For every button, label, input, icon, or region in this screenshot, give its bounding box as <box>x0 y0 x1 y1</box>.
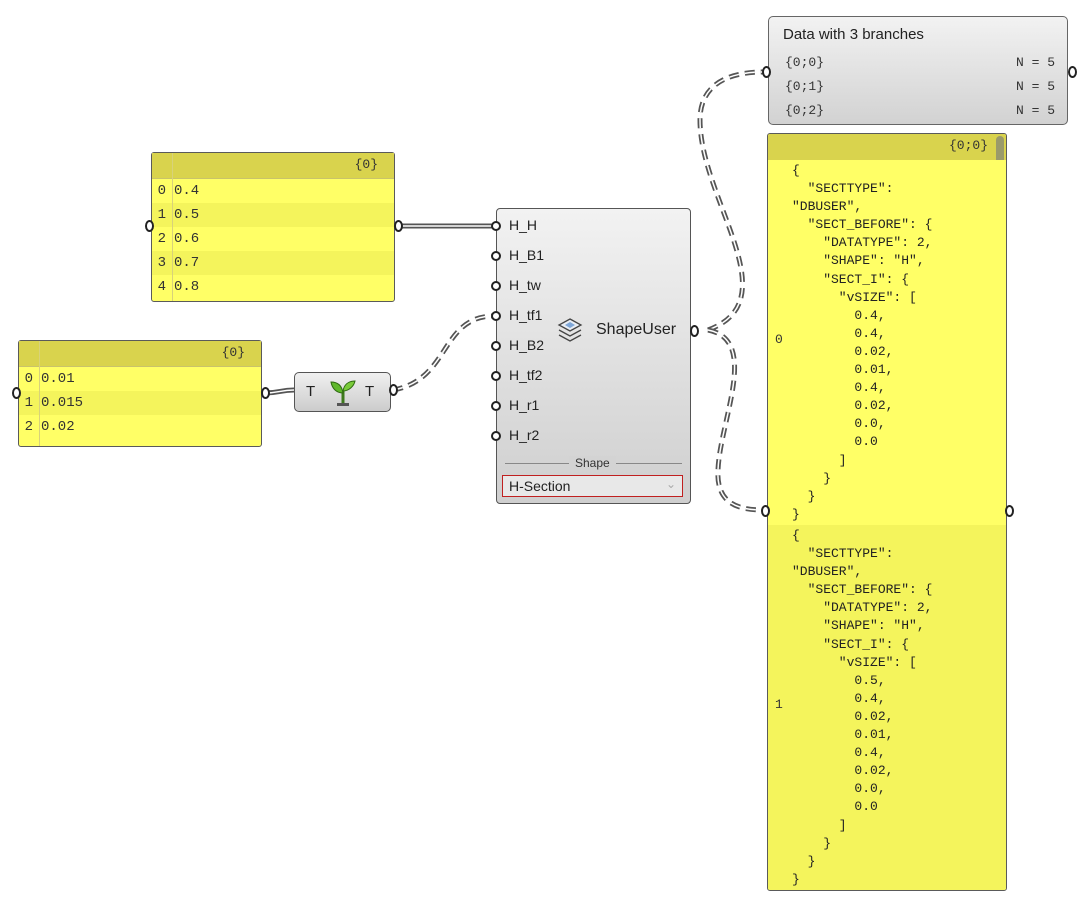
input-port-h-tw[interactable] <box>491 281 501 291</box>
relay-output-grip[interactable] <box>389 384 398 396</box>
wire-shapeuser-to-viewer <box>697 69 765 333</box>
panel-index-divider <box>172 153 173 301</box>
panel-index-divider <box>39 341 40 446</box>
input-label-h-r1: H_r1 <box>509 397 540 413</box>
list-item-index: 0 <box>24 371 33 387</box>
list-item-index: 3 <box>157 255 166 271</box>
branch-row: {0;0} N = 5 <box>785 55 1055 70</box>
input-port-h-r2[interactable] <box>491 431 501 441</box>
list-item-value: 0.02 <box>41 419 75 435</box>
list-item-value: 0.7 <box>174 255 200 271</box>
panel-h-input-grip[interactable] <box>145 220 154 232</box>
branch-count: N = 5 <box>1015 103 1055 118</box>
list-item-index: 1 <box>157 207 166 223</box>
branch-row: {0;1} N = 5 <box>785 79 1055 94</box>
shape-dropdown[interactable]: H-Section ⌄ <box>502 475 683 497</box>
wire-relay-to-htf1 <box>392 313 493 393</box>
shape-label: Shape <box>569 456 616 470</box>
input-port-h-b1[interactable] <box>491 251 501 261</box>
input-label-h-tw: H_tw <box>509 277 541 293</box>
json-item: 1 { "SECTTYPE": "DBUSER", "SECT_BEFORE":… <box>768 525 1006 890</box>
panel-tf-input-grip[interactable] <box>12 387 21 399</box>
component-output-grip[interactable] <box>690 325 699 337</box>
relay-input-label: T <box>306 383 316 400</box>
shape-dropdown-value: H-Section <box>509 478 571 494</box>
data-viewer[interactable]: Data with 3 branches {0;0} N = 5 {0;1} N = … <box>768 16 1068 125</box>
layers-icon <box>557 317 583 352</box>
list-item-value: 0.015 <box>41 395 84 411</box>
branch-row: {0;2} N = 5 <box>785 103 1055 118</box>
list-item-value: 0.5 <box>174 207 200 223</box>
list-item: 1 0.015 <box>19 391 261 415</box>
branch-path: {0;1} <box>785 79 825 94</box>
json-panel-output-grip[interactable] <box>1005 505 1014 517</box>
sprout-icon <box>328 377 358 412</box>
graft-component[interactable]: T T <box>294 372 391 412</box>
json-panel-input-grip[interactable] <box>761 505 770 517</box>
panel-header: {0} <box>19 341 261 367</box>
viewer-input-grip[interactable] <box>762 66 771 78</box>
panel-header: {0} <box>152 153 394 179</box>
list-item-index: 2 <box>24 419 33 435</box>
viewer-output-grip[interactable] <box>1068 66 1077 78</box>
list-item-value: 0.6 <box>174 231 200 247</box>
branch-path: {0;2} <box>785 103 825 118</box>
input-port-h-h[interactable] <box>491 221 501 231</box>
list-item-index: 2 <box>157 231 166 247</box>
viewer-title: Data with 3 branches <box>783 26 924 43</box>
input-label-h-h: H_H <box>509 217 538 233</box>
input-label-h-tf1: H_tf1 <box>509 307 543 323</box>
input-port-h-r1[interactable] <box>491 401 501 411</box>
panel-header: {0;0} <box>768 134 1006 160</box>
input-label-h-r2: H_r2 <box>509 427 540 443</box>
component-name: ShapeUser <box>596 321 677 338</box>
list-item-index: 0 <box>157 183 166 199</box>
json-item-index: 1 <box>775 697 783 712</box>
branch-count: N = 5 <box>1015 55 1055 70</box>
panel-tf-output-grip[interactable] <box>261 387 270 399</box>
input-label-h-b1: H_B1 <box>509 247 545 263</box>
list-item-index: 1 <box>24 395 33 411</box>
input-port-h-b2[interactable] <box>491 341 501 351</box>
input-port-h-tf1[interactable] <box>491 311 501 321</box>
panel-h-output-grip[interactable] <box>394 220 403 232</box>
relay-output-label: T <box>365 383 375 400</box>
json-item: 0 { "SECTTYPE": "DBUSER", "SECT_BEFORE":… <box>768 160 1006 525</box>
input-label-h-tf2: H_tf2 <box>509 367 543 383</box>
list-item-value: 0.4 <box>174 183 200 199</box>
json-output-panel[interactable]: {0;0} 0 { "SECTTYPE": "DBUSER", "SECT_BE… <box>767 133 1007 891</box>
input-label-h-b2: H_B2 <box>509 337 545 353</box>
input-port-h-tf2[interactable] <box>491 371 501 381</box>
list-item-value: 0.01 <box>41 371 75 387</box>
branch-count: N = 5 <box>1015 79 1055 94</box>
json-item-index: 0 <box>775 332 783 347</box>
chevron-down-icon: ⌄ <box>665 477 676 491</box>
branch-path: {0;0} <box>785 55 825 70</box>
wire-shapeuser-to-json <box>707 327 765 513</box>
list-item-value: 0.8 <box>174 279 200 295</box>
json-item-text: { "SECTTYPE": "DBUSER", "SECT_BEFORE": {… <box>792 163 933 522</box>
json-item-text: { "SECTTYPE": "DBUSER", "SECT_BEFORE": {… <box>792 528 933 887</box>
list-item-index: 4 <box>157 279 166 295</box>
